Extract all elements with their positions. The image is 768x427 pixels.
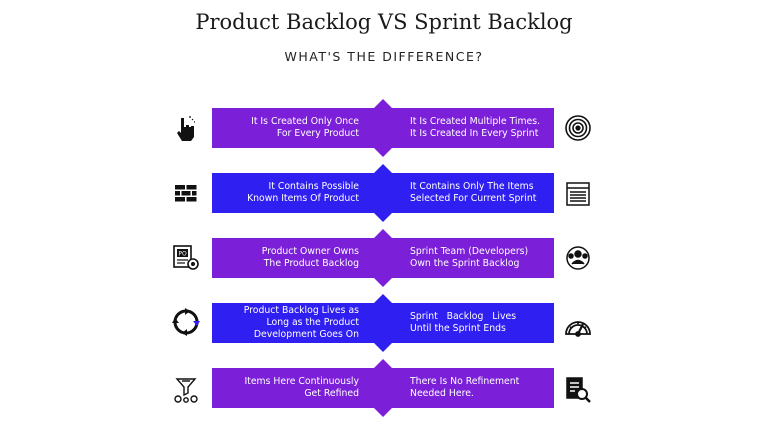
left-line: Product Backlog Lives as: [243, 305, 359, 316]
left-statement: Product Backlog Lives as Long as the Pro…: [209, 305, 359, 341]
comparison-row: PO Product Owner Owns The Product Backlo…: [0, 229, 768, 291]
right-line: Needed Here.: [410, 388, 474, 399]
right-line: It Is Created In Every Sprint: [410, 128, 539, 139]
funnel-gears-icon: [172, 376, 200, 404]
target-icon: [564, 114, 592, 142]
left-line: It Contains Possible: [268, 181, 359, 192]
comparison-row: Product Backlog Lives as Long as the Pro…: [0, 294, 768, 356]
comparison-banner: Product Backlog Lives as Long as the Pro…: [212, 294, 554, 356]
comparison-banner: It Contains Possible Known Items Of Prod…: [212, 164, 554, 226]
product-owner-badge-icon: PO: [172, 243, 200, 271]
left-statement: It Is Created Only Once For Every Produc…: [209, 116, 359, 140]
right-line: Sprint Team (Developers): [410, 246, 529, 257]
speedometer-icon: [564, 312, 592, 340]
comparison-row: It Contains Possible Known Items Of Prod…: [0, 164, 768, 226]
cycle-arrows-icon: [172, 308, 200, 336]
left-line: The Product Backlog: [263, 258, 359, 269]
brick-wall-icon: [172, 179, 200, 207]
left-line: Long as the Product: [266, 317, 359, 328]
left-line: Items Here Continuously: [244, 376, 359, 387]
page-title: Product Backlog VS Sprint Backlog: [195, 10, 573, 34]
comparison-banner: Product Owner Owns The Product Backlog S…: [212, 229, 554, 291]
left-statement: Items Here Continuously Get Refined: [209, 376, 359, 400]
right-statement: It Is Created Multiple Times. It Is Crea…: [410, 116, 555, 140]
left-line: It Is Created Only Once: [251, 116, 359, 127]
comparison-row: Items Here Continuously Get Refined Ther…: [0, 359, 768, 421]
left-line: Product Owner Owns: [261, 246, 359, 257]
right-line: It Is Created Multiple Times.: [410, 116, 541, 127]
right-statement: It Contains Only The Items Selected For …: [410, 181, 555, 205]
svg-text:PO: PO: [178, 251, 187, 258]
document-list-icon: [564, 180, 592, 208]
left-line: Known Items Of Product: [247, 193, 359, 204]
comparison-row: It Is Created Only Once For Every Produc…: [0, 99, 768, 161]
team-gear-icon: [564, 244, 592, 272]
right-line: Own the Sprint Backlog: [410, 258, 520, 269]
right-line: Until the Sprint Ends: [410, 323, 506, 334]
right-statement: Sprint Backlog Lives Until the Sprint En…: [410, 311, 555, 335]
right-line: Selected For Current Sprint: [410, 193, 537, 204]
left-statement: It Contains Possible Known Items Of Prod…: [209, 181, 359, 205]
left-statement: Product Owner Owns The Product Backlog: [209, 246, 359, 270]
left-line: Get Refined: [304, 388, 359, 399]
hand-pointer-icon: [172, 114, 200, 142]
left-line: Development Goes On: [253, 329, 359, 340]
page-subtitle: WHAT'S THE DIFFERENCE?: [284, 49, 484, 64]
document-search-icon: [564, 376, 592, 404]
comparison-banner: It Is Created Only Once For Every Produc…: [212, 99, 554, 161]
right-statement: Sprint Team (Developers) Own the Sprint …: [410, 246, 555, 270]
right-line: There Is No Refinement: [410, 376, 520, 387]
comparison-banner: Items Here Continuously Get Refined Ther…: [212, 359, 554, 421]
right-line: Sprint Backlog Lives: [410, 311, 517, 322]
right-line: It Contains Only The Items: [410, 181, 534, 192]
left-line: For Every Product: [276, 128, 359, 139]
right-statement: There Is No Refinement Needed Here.: [410, 376, 555, 400]
